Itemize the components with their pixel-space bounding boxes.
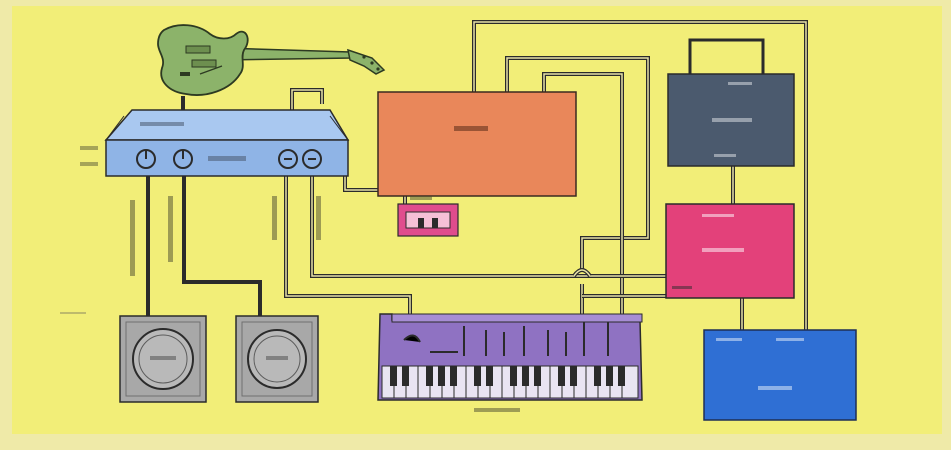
- controller-unit: [80, 109, 350, 177]
- piano-keys-icon: [381, 365, 639, 399]
- pedal-icon: [397, 196, 459, 237]
- knob-icon: [136, 149, 156, 169]
- cables: [146, 20, 808, 330]
- top-right-unit: [667, 73, 795, 167]
- knob-icon: [173, 149, 193, 169]
- speaker-right: [235, 315, 319, 403]
- keyboard-controls: [403, 322, 609, 356]
- cable-amp-to-rack-top: [505, 56, 650, 270]
- cable-controller-to-amp-head: [290, 88, 324, 110]
- cable-keyboard-to-pink-unit: [572, 268, 592, 314]
- blue-unit: [703, 329, 857, 421]
- speaker-left: [119, 315, 207, 403]
- pink-unit: [665, 203, 795, 299]
- cable-controller-to-speaker-2: [182, 172, 262, 316]
- speaker-cone-icon: [132, 328, 194, 390]
- cable-controller-to-keyboard: [284, 172, 412, 314]
- amp-head: [377, 91, 577, 197]
- cable-label-marks: [130, 196, 321, 276]
- cable-amp-to-rack-unit: [542, 72, 624, 320]
- cable-controller-to-pink-unit: [310, 172, 668, 278]
- knob-icon: [278, 149, 298, 169]
- speaker-cone-icon: [247, 329, 307, 389]
- keyboard: [377, 313, 643, 412]
- cable-top-loop-to-blue-unit: [472, 20, 808, 330]
- knob-icon: [302, 149, 322, 169]
- guitar-icon: [157, 24, 386, 96]
- guitar: [157, 24, 386, 96]
- cable-controller-to-pedal: [343, 172, 407, 206]
- cable-to-top-unit: [688, 38, 765, 74]
- stray-mark: [60, 312, 86, 314]
